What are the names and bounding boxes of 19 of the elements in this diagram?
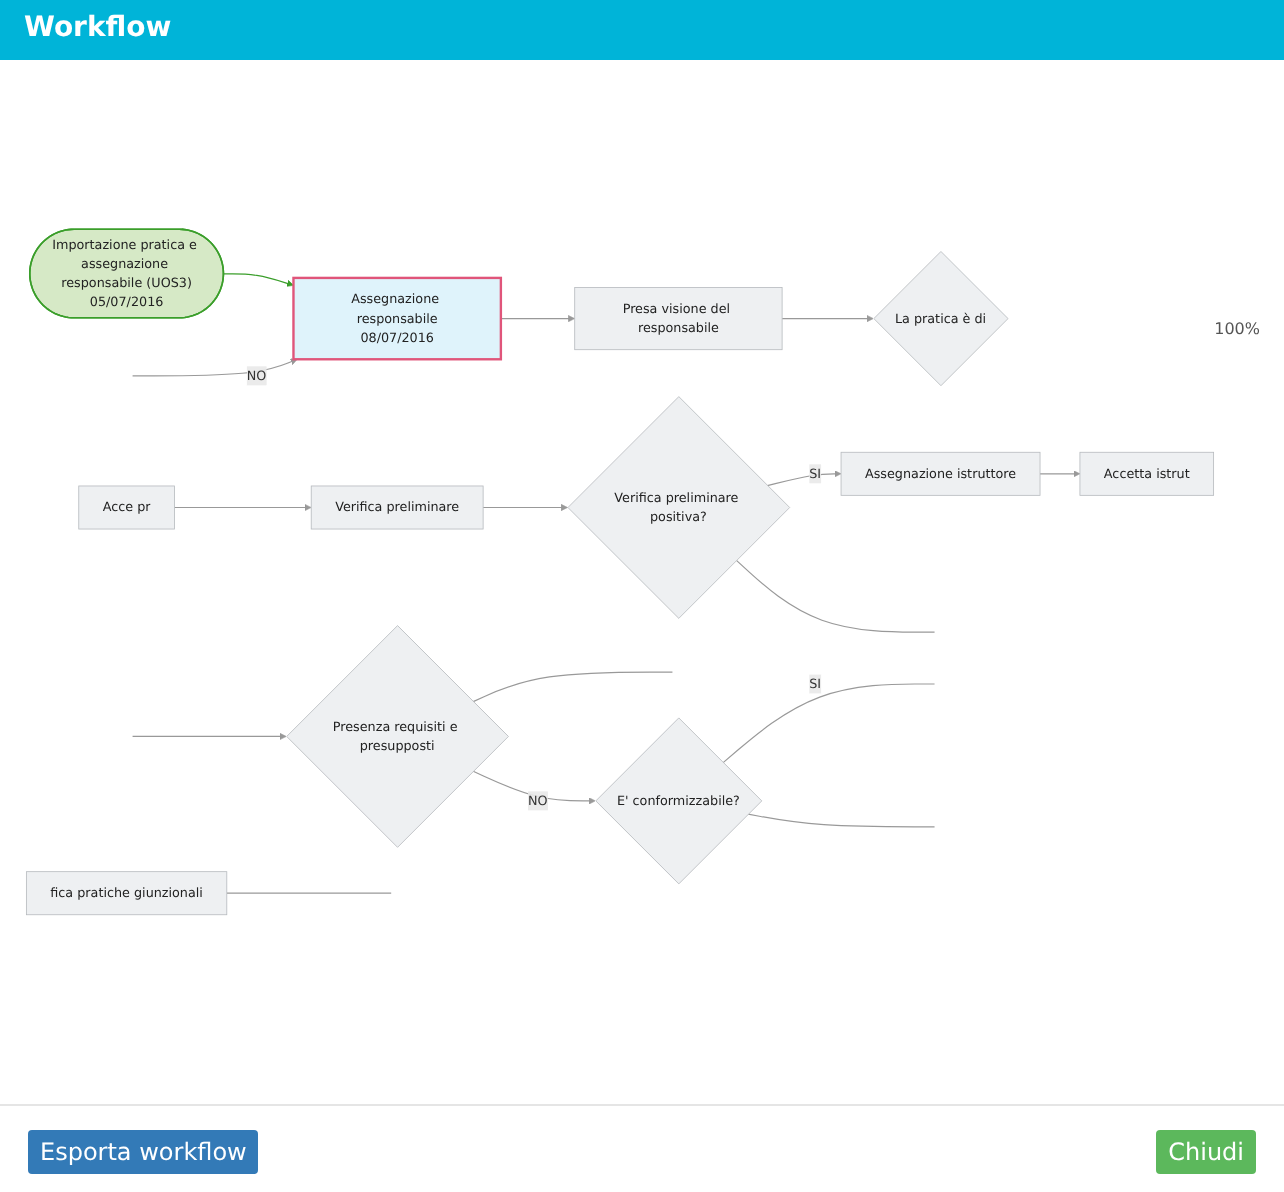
close-button: Chiudi	[1156, 1130, 1256, 1174]
connector	[747, 813, 936, 828]
arrow	[173, 504, 312, 511]
arrow	[132, 358, 298, 377]
connector	[722, 683, 936, 764]
zoom-level: 100%	[1214, 320, 1260, 338]
arrow	[781, 315, 874, 323]
connector	[226, 892, 392, 894]
arrow	[223, 273, 294, 287]
export-button: Esporta workflow	[28, 1130, 259, 1174]
arrow	[500, 315, 576, 323]
connector	[472, 671, 674, 703]
connector	[735, 559, 936, 633]
dialog-title: Workflow	[24, 12, 172, 44]
arrow	[766, 470, 842, 487]
arrow	[1039, 470, 1081, 478]
arrow	[482, 504, 568, 511]
arrow	[472, 770, 596, 805]
arrow	[132, 732, 287, 740]
